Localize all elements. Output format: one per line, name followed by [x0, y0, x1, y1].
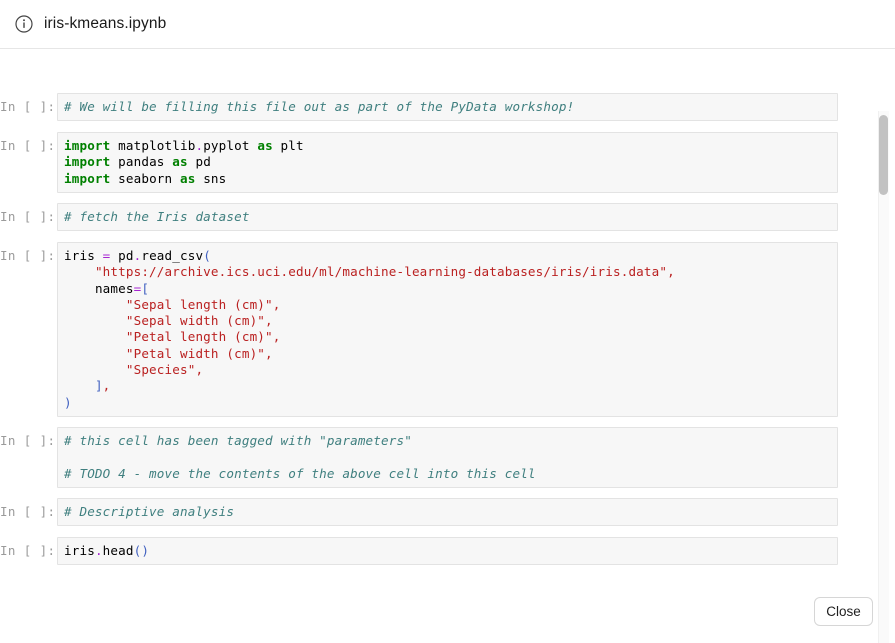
- cell-input-area[interactable]: # fetch the Iris dataset: [57, 203, 838, 232]
- cell-source[interactable]: # We will be filling this file out as pa…: [64, 99, 575, 114]
- cell-prompt: In [ ]:: [0, 248, 56, 263]
- notebook-cell[interactable]: In [ ]: # Descriptive analysis: [0, 498, 838, 527]
- notebook-cell[interactable]: In [ ]: iris.head(): [0, 537, 838, 566]
- cell-source[interactable]: iris.head(): [64, 543, 150, 558]
- notebook-scroll-area[interactable]: In [ ]: # We will be filling this file o…: [0, 49, 895, 643]
- cell-input-area[interactable]: # this cell has been tagged with "parame…: [57, 427, 838, 488]
- cell-prompt: In [ ]:: [0, 543, 56, 558]
- notebook-cell[interactable]: In [ ]: # this cell has been tagged with…: [0, 427, 838, 488]
- cell-input-area[interactable]: iris.head(): [57, 537, 838, 566]
- notebook-cell[interactable]: In [ ]: # We will be filling this file o…: [0, 93, 838, 122]
- vertical-scrollbar-thumb[interactable]: [879, 115, 888, 195]
- page-title: iris-kmeans.ipynb: [44, 15, 167, 32]
- cell-input-area[interactable]: import matplotlib.pyplot as plt import p…: [57, 132, 838, 193]
- cell-source[interactable]: iris = pd.read_csv( "https://archive.ics…: [64, 248, 675, 410]
- cell-prompt: In [ ]:: [0, 138, 56, 153]
- notebook-cell[interactable]: In [ ]: # fetch the Iris dataset: [0, 203, 838, 232]
- info-circle-icon: [15, 15, 33, 33]
- notebook-cell[interactable]: In [ ]: iris = pd.read_csv( "https://arc…: [0, 242, 838, 417]
- cell-prompt: In [ ]:: [0, 433, 56, 448]
- cell-prompt: In [ ]:: [0, 209, 56, 224]
- cell-prompt: In [ ]:: [0, 99, 56, 114]
- cell-source[interactable]: # this cell has been tagged with "parame…: [64, 433, 536, 481]
- notebook-cell[interactable]: In [ ]: import matplotlib.pyplot as plt …: [0, 132, 838, 193]
- cell-source[interactable]: # fetch the Iris dataset: [64, 209, 250, 224]
- cell-prompt: In [ ]:: [0, 504, 56, 519]
- cell-input-area[interactable]: iris = pd.read_csv( "https://archive.ics…: [57, 242, 838, 417]
- cell-input-area[interactable]: # Descriptive analysis: [57, 498, 838, 527]
- cell-input-area[interactable]: # We will be filling this file out as pa…: [57, 93, 838, 122]
- cell-source[interactable]: import matplotlib.pyplot as plt import p…: [64, 138, 304, 186]
- titlebar: iris-kmeans.ipynb: [0, 0, 895, 49]
- cell-source[interactable]: # Descriptive analysis: [64, 504, 235, 519]
- close-button[interactable]: Close: [814, 597, 873, 626]
- vertical-scrollbar-track[interactable]: [878, 111, 889, 643]
